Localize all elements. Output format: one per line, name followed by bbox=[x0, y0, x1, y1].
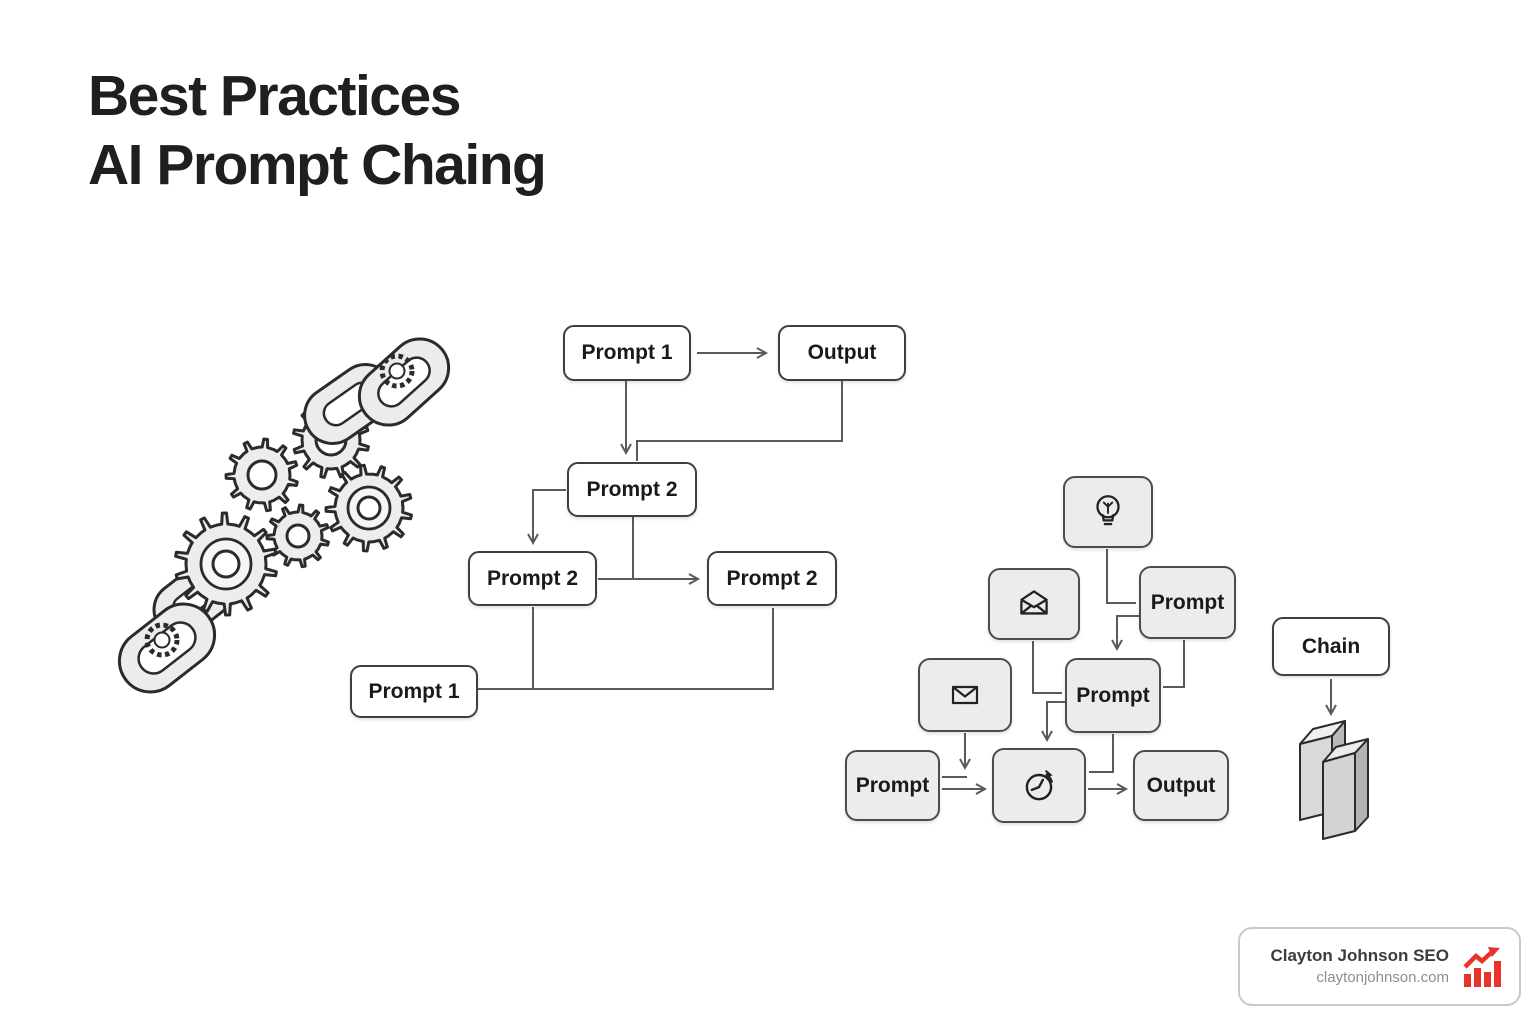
node-mail bbox=[918, 658, 1012, 732]
stacked-books-icon bbox=[1299, 720, 1369, 840]
node-prompt1-top: Prompt 1 bbox=[563, 325, 691, 381]
attribution-badge: Clayton Johnson SEO claytonjohnson.com bbox=[1238, 927, 1521, 1006]
mail-icon bbox=[951, 685, 979, 705]
node-prompt2-right: Prompt 2 bbox=[707, 551, 837, 606]
history-clock-icon bbox=[1025, 769, 1053, 800]
chain-and-gears-illustration bbox=[117, 337, 451, 694]
node-mail-open bbox=[988, 568, 1080, 640]
node-prompt-center: Prompt bbox=[1065, 658, 1161, 733]
node-prompt-bottom-left: Prompt bbox=[845, 750, 940, 821]
lightbulb-icon bbox=[1096, 495, 1120, 526]
flow-basic-connectors bbox=[478, 347, 843, 690]
node-prompt2-mid: Prompt 2 bbox=[567, 462, 697, 517]
title-line-2: AI Prompt Chaing bbox=[88, 133, 547, 197]
node-prompt2-left: Prompt 2 bbox=[468, 551, 597, 606]
node-prompt-top-right: Prompt bbox=[1139, 566, 1236, 639]
mail-open-icon bbox=[1020, 590, 1048, 615]
node-chain: Chain bbox=[1272, 617, 1390, 676]
node-prompt1-bottom: Prompt 1 bbox=[350, 665, 478, 718]
badge-name: Clayton Johnson SEO bbox=[1270, 945, 1449, 965]
growth-chart-icon bbox=[1463, 946, 1501, 987]
title-line-1: Best Practices bbox=[88, 64, 461, 128]
badge-text: Clayton Johnson SEO claytonjohnson.com bbox=[1270, 945, 1449, 988]
node-idea bbox=[1063, 476, 1153, 548]
node-output-bottom: Output bbox=[1133, 750, 1229, 821]
node-loop bbox=[992, 748, 1086, 823]
page-title: Best Practices AI Prompt Chaing bbox=[88, 62, 547, 200]
node-output-top: Output bbox=[778, 325, 906, 381]
badge-website: claytonjohnson.com bbox=[1316, 968, 1449, 986]
